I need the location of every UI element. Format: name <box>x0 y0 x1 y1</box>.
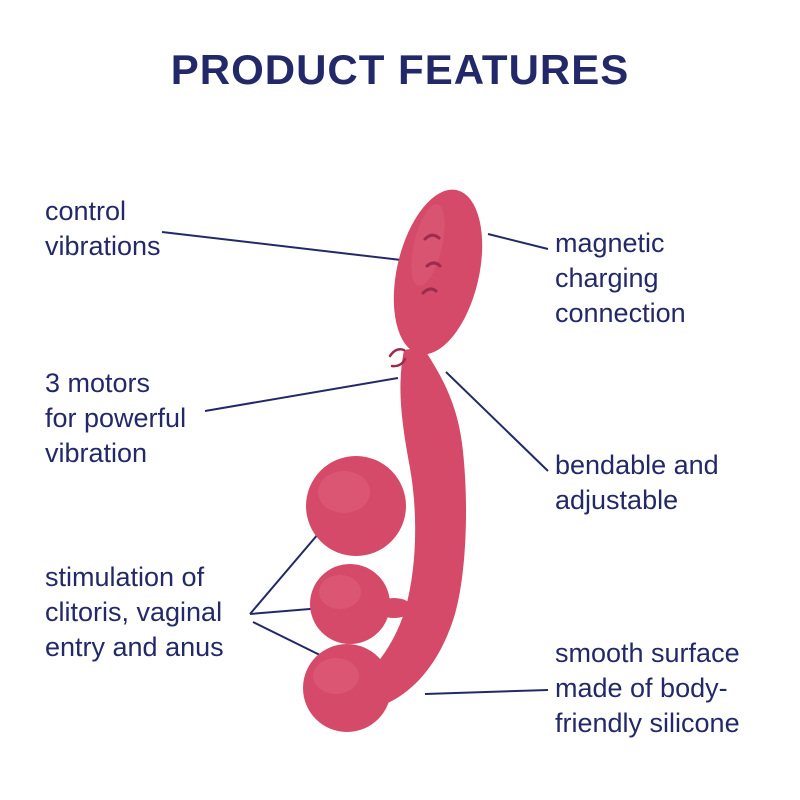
label-bendable-adjustable: bendable and adjustable <box>555 450 719 516</box>
leader-magnetic-charging <box>487 233 549 250</box>
label-three-motors: 3 motors for powerful vibration <box>45 368 187 469</box>
leader-smooth-surface <box>424 689 549 695</box>
label-magnetic-charging: magnetic charging connection <box>555 228 686 329</box>
ball-bottom <box>303 644 391 732</box>
leader-bendable <box>445 371 549 472</box>
product-illustration <box>303 189 483 732</box>
ball-top-highlight <box>318 471 370 513</box>
brand-logo-icon <box>388 348 407 368</box>
ball-top <box>306 456 406 556</box>
device-head <box>393 189 483 355</box>
leader-stimulation-bottom <box>252 621 331 661</box>
ball-connector <box>376 598 412 618</box>
leader-control-vibrations <box>161 231 419 263</box>
leader-three-motors <box>204 377 399 412</box>
leader-stimulation-middle <box>249 607 323 615</box>
device-head-highlight <box>411 203 445 287</box>
ball-middle <box>310 564 390 644</box>
control-buttons-icon <box>421 233 442 295</box>
leader-lines <box>161 231 549 695</box>
page-title: PRODUCT FEATURES <box>170 46 630 93</box>
label-smooth-surface: smooth surface made of body- friendly si… <box>555 638 740 739</box>
label-control-vibrations: control vibrations <box>45 196 161 262</box>
device-stem <box>326 347 467 716</box>
ball-bottom-highlight <box>313 658 359 694</box>
ball-middle-highlight <box>319 575 361 609</box>
label-stimulation: stimulation of clitoris, vaginal entry a… <box>45 562 224 663</box>
